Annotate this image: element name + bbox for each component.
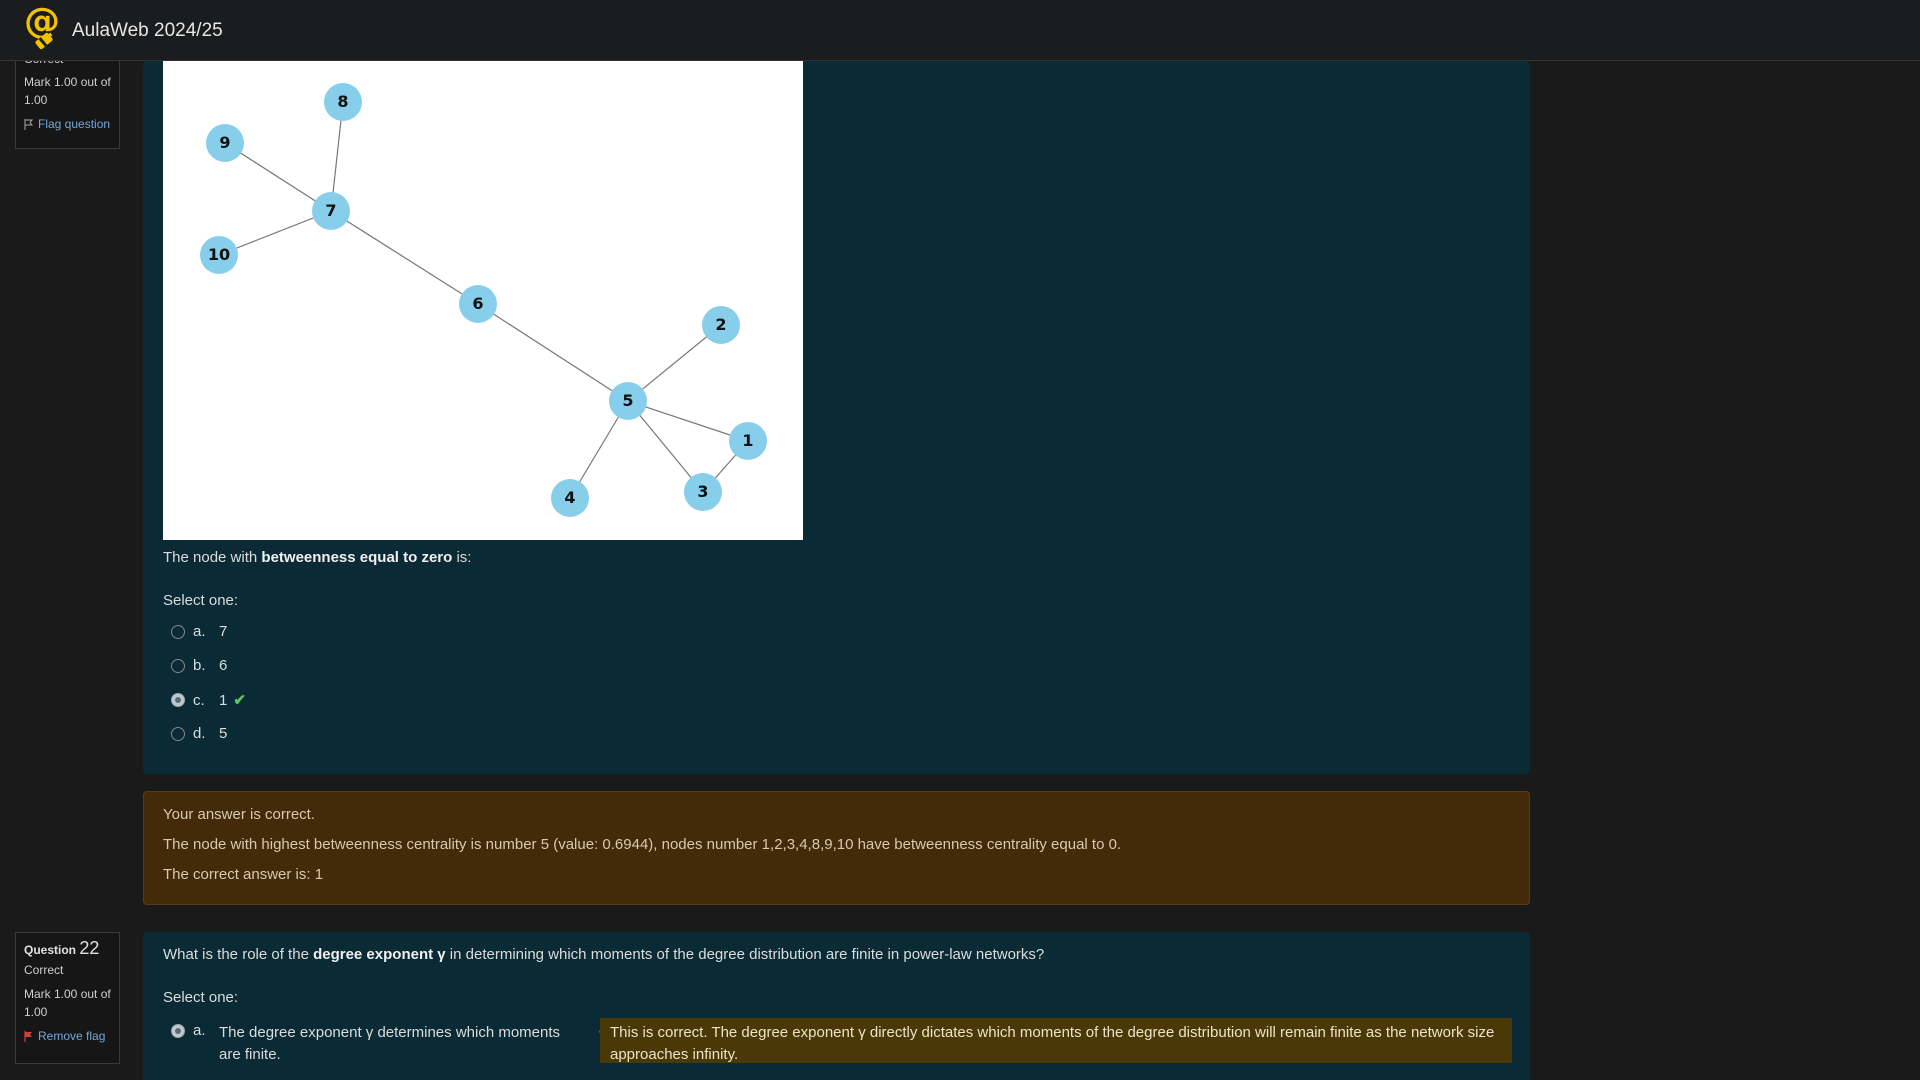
answer-feedback: Your answer is correct. The node with hi…: [143, 791, 1530, 905]
flag-question-label[interactable]: Flag question: [38, 117, 111, 131]
remove-flag-label[interactable]: Remove flag: [38, 1029, 106, 1043]
graph-edge-6-5: [477, 303, 629, 402]
option-a-text: The degree exponent γ determines which m…: [219, 1024, 561, 1063]
correct-check-icon: ✔: [233, 692, 246, 709]
question-label: Question: [24, 943, 77, 957]
top-navbar: @ AulaWeb 2024/25: [0, 0, 1920, 61]
graph-node-label-9: 9: [219, 133, 230, 152]
graph-edge-5-1: [627, 400, 749, 442]
graph-node-label-1: 1: [742, 431, 753, 450]
prompt-prefix: The node with: [163, 549, 262, 566]
option-a-letter: a.: [193, 1022, 206, 1039]
option-a[interactable]: a. The degree exponent γ determines whic…: [171, 1018, 1540, 1068]
option-a-feedback: This is correct. The degree exponent γ d…: [600, 1018, 1512, 1063]
graph-node-label-2: 2: [715, 315, 726, 334]
flag-question-link[interactable]: Flag question: [24, 115, 111, 133]
option-a-text: 7: [219, 623, 228, 640]
option-b-letter: b.: [193, 657, 206, 674]
option-c-text: 1: [219, 691, 228, 709]
question-panel-21: 1 2 3 4 5 6 7 8 9 10 The node with betweenness eq…: [143, 61, 1530, 774]
graph-edge-5-3: [627, 400, 704, 493]
question-number-value: 22: [79, 938, 100, 958]
prompt-prefix: What is the role of the: [163, 946, 314, 963]
graph-node-label-10: 10: [208, 245, 230, 264]
network-graph: 1 2 3 4 5 6 7 8 9 10: [200, 83, 767, 517]
flag-filled-icon: [24, 1030, 32, 1042]
feedback-correct: Your answer is correct.: [163, 806, 316, 823]
graph-node-3: [684, 473, 722, 511]
question-info-22: Question 22 Correct Mark 1.00 out of 1.0…: [15, 932, 120, 1064]
graph-edge-10-7: [218, 210, 332, 256]
graph-node-8: [324, 83, 362, 121]
select-one-label: Select one:: [163, 592, 239, 609]
graph-node-6: [459, 285, 497, 323]
flag-outline-icon: [24, 118, 34, 130]
graph-node-10: [200, 236, 238, 274]
graph-edge-5-2: [627, 324, 722, 402]
remove-flag-link[interactable]: Remove flag: [24, 1027, 111, 1045]
question-info-21: Correct Mark 1.00 out of 1.00 Flag quest…: [15, 50, 120, 149]
question-number: Question 22: [24, 939, 111, 959]
select-one-label: Select one:: [163, 989, 239, 1006]
option-b-radio[interactable]: [171, 658, 185, 673]
feedback-correct-answer: The correct answer is: 1: [163, 866, 324, 883]
graph-node-label-5: 5: [622, 391, 633, 410]
graph-edge-9-7: [224, 142, 332, 212]
prompt-bold: degree exponent γ: [313, 946, 446, 963]
network-graph-image: 1 2 3 4 5 6 7 8 9 10: [163, 61, 803, 540]
question-grade: Mark 1.00 out of 1.00: [24, 987, 111, 1019]
option-a-radio[interactable]: [171, 1024, 185, 1038]
graph-node-9: [206, 124, 244, 162]
graph-edge-7-6: [330, 210, 479, 305]
question-grade: Mark 1.00 out of 1.00: [24, 75, 111, 107]
graph-node-2: [702, 306, 740, 344]
graph-node-label-8: 8: [337, 92, 348, 111]
aulaweb-logo-icon[interactable]: @: [22, 3, 62, 55]
graph-node-label-6: 6: [472, 294, 483, 313]
option-a-letter: a.: [193, 623, 206, 640]
graph-node-label-7: 7: [325, 201, 336, 220]
option-c[interactable]: c. 1 ✔: [171, 691, 246, 709]
graph-node-7: [312, 192, 350, 230]
question-state: Correct: [24, 963, 64, 977]
option-c-radio[interactable]: [171, 693, 185, 707]
option-a[interactable]: a. 7: [171, 623, 227, 640]
graph-node-label-3: 3: [697, 482, 708, 501]
prompt-suffix: in determining which moments of the degr…: [445, 946, 1045, 963]
prompt-suffix: is:: [452, 549, 472, 566]
graph-node-4: [551, 479, 589, 517]
option-c-letter: c.: [193, 691, 205, 709]
question-prompt: What is the role of the degree exponent …: [163, 946, 1044, 963]
feedback-explanation: The node with highest betweenness centra…: [163, 836, 1122, 853]
graph-node-label-4: 4: [564, 488, 575, 507]
graph-node-1: [729, 422, 767, 460]
option-d-radio[interactable]: [171, 726, 185, 741]
option-a-radio[interactable]: [171, 624, 185, 639]
question-prompt: The node with betweenness equal to zero …: [163, 549, 471, 566]
svg-text:@: @: [24, 3, 60, 42]
option-d-letter: d.: [193, 725, 206, 742]
option-d[interactable]: d. 5: [171, 725, 227, 742]
site-title[interactable]: AulaWeb 2024/25: [72, 20, 223, 41]
option-b-text: 6: [219, 657, 228, 674]
option-d-text: 5: [219, 725, 228, 742]
question-panel-22: What is the role of the degree exponent …: [143, 932, 1530, 1080]
prompt-bold: betweenness equal to zero: [261, 549, 453, 566]
option-b[interactable]: b. 6: [171, 657, 227, 674]
graph-node-5: [609, 382, 647, 420]
